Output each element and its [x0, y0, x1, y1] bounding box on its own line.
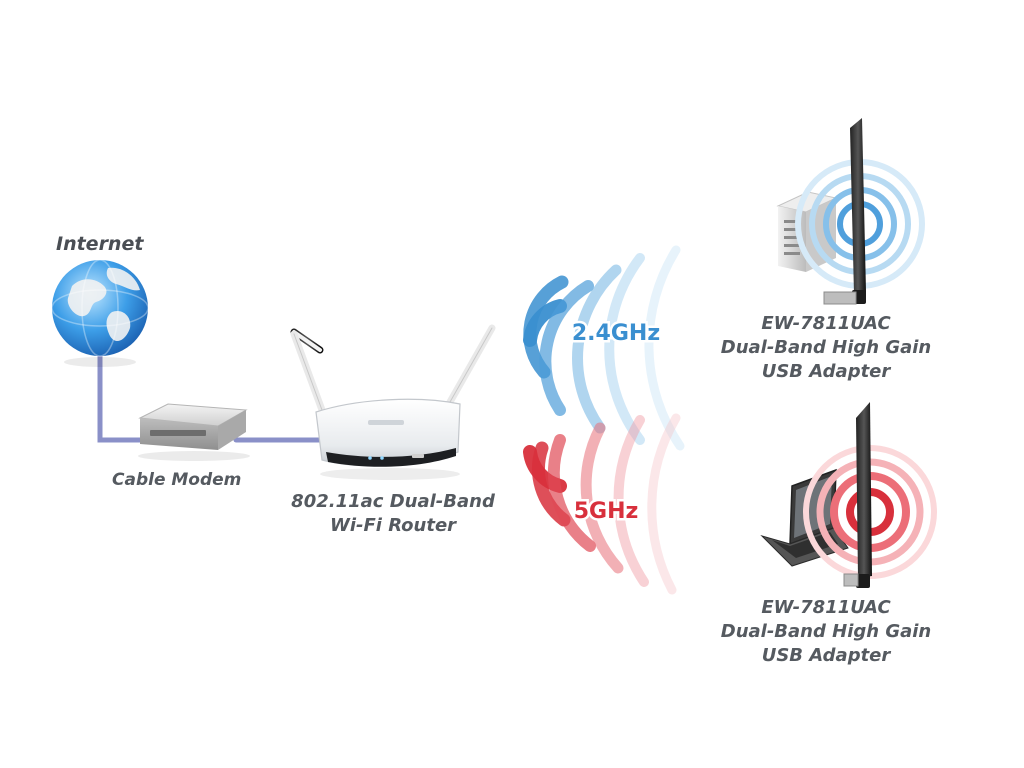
band-5ghz-label: 5GHz: [574, 499, 639, 524]
adapter-label-bottom-line-3: USB Adapter: [761, 645, 891, 666]
router-label: 802.11ac Dual-Band Wi-Fi Router: [278, 490, 508, 538]
wave-5ghz-icon: [523, 413, 681, 595]
cable-internet-modem: [97, 349, 143, 443]
adapter-label-bottom-line-2: Dual-Band High Gain: [720, 621, 932, 642]
usb-adapter-antenna-icon: [843, 402, 872, 588]
globe-icon: [51, 259, 149, 367]
router-label-line-1: 802.11ac Dual-Band: [291, 491, 495, 512]
router-label-line-2: Wi-Fi Router: [329, 515, 457, 536]
adapter-label-top: EW-7811UAC Dual-Band High Gain USB Adapt…: [706, 312, 946, 384]
band-2-4ghz-label: 2.4GHz: [572, 321, 660, 346]
cable-modem-icon: [138, 403, 250, 461]
adapter-label-top-line-1: EW-7811UAC: [761, 313, 891, 334]
internet-label: Internet: [56, 233, 144, 255]
wave-2-4ghz-icon: [523, 245, 685, 451]
adapter-label-bottom-line-1: EW-7811UAC: [761, 597, 891, 618]
adapter-label-top-line-2: Dual-Band High Gain: [720, 337, 932, 358]
adapter-label-bottom: EW-7811UAC Dual-Band High Gain USB Adapt…: [706, 596, 946, 668]
usb-adapter-antenna-icon: [823, 118, 866, 305]
adapter-label-top-line-3: USB Adapter: [761, 361, 891, 382]
cable-modem-label: Cable Modem: [112, 470, 242, 490]
router-icon: [290, 324, 496, 480]
